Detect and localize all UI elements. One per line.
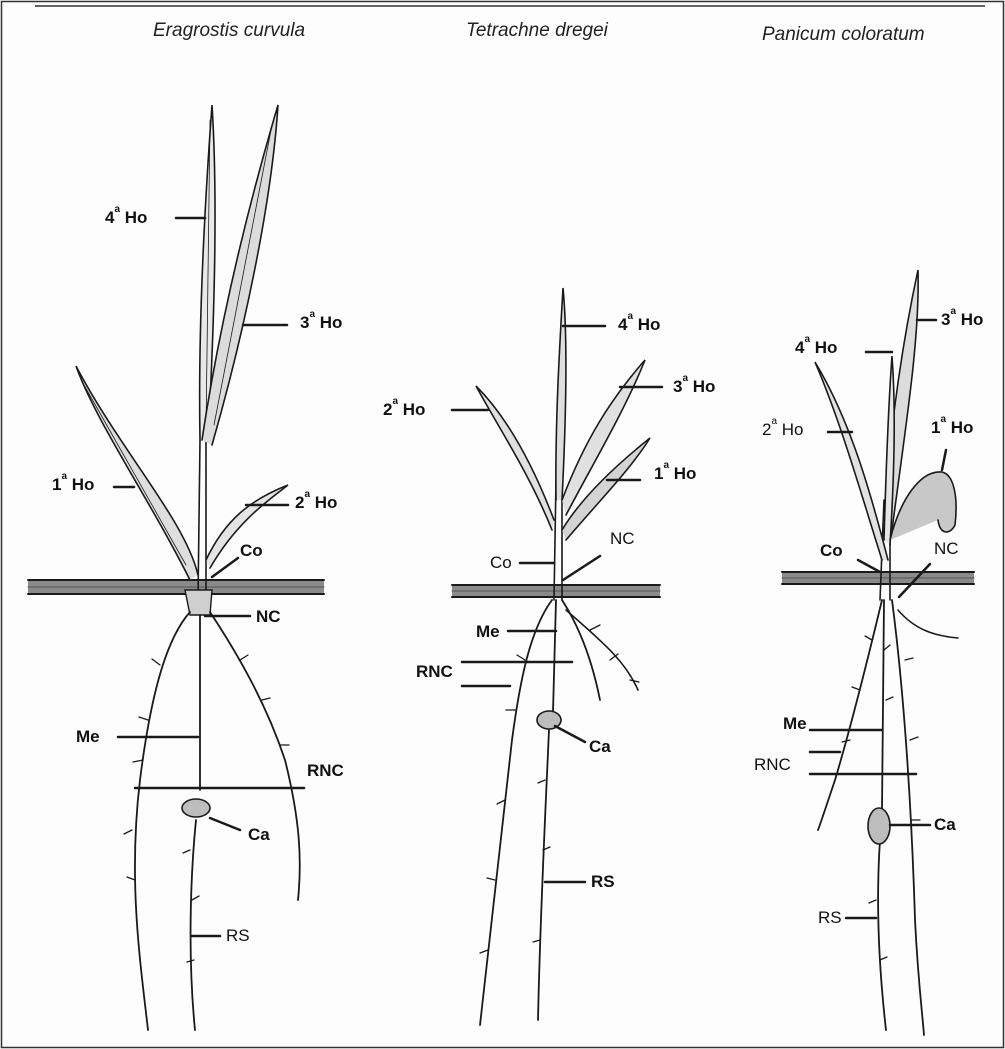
leaf-1-eragrostis: [76, 366, 198, 580]
label-rnc-panicum: RNC: [754, 756, 791, 773]
label-me-panicum: Me: [783, 715, 807, 732]
leaf-2-panicum: [815, 362, 888, 560]
label-3-ho-tetrachne: 3a Ho: [673, 378, 715, 395]
soil-line-2: [452, 585, 660, 597]
seminal-root-1: [191, 820, 196, 1030]
label-me-tetrachne: Me: [476, 623, 500, 640]
caryopsis-3: [868, 808, 890, 844]
species-title-middle: Tetrachne dregei: [466, 20, 608, 42]
label-ca-tetrachne: Ca: [589, 738, 611, 755]
species-title-left: Eragrostis curvula: [153, 20, 305, 42]
plant-eragrostis: [28, 105, 324, 1030]
label-2-ho-eragrostis: 2a Ho: [295, 494, 337, 511]
caryopsis-1: [182, 799, 210, 817]
label-co-tetrachne: Co: [490, 554, 512, 571]
label-3-ho-eragrostis: 3a Ho: [300, 314, 342, 331]
stem-1: [198, 440, 206, 600]
label-4-ho-tetrachne: 4a Ho: [618, 316, 660, 333]
label-rnc-eragrostis: RNC: [307, 762, 344, 779]
species-title-right: Panicum coloratum: [762, 24, 925, 46]
label-2-ho-panicum: 2a Ho: [762, 421, 804, 438]
label-rs-tetrachne: RS: [591, 873, 615, 890]
label-1-ho-panicum: 1a Ho: [931, 419, 973, 436]
label-rs-eragrostis: RS: [226, 927, 250, 944]
label-nc-eragrostis: NC: [256, 608, 281, 625]
label-3-ho-panicum: 3a Ho: [941, 311, 983, 328]
label-4-ho-eragrostis: 4a Ho: [105, 209, 147, 226]
label-ca-panicum: Ca: [934, 816, 956, 833]
plant-tetrachne: [452, 288, 662, 1025]
label-co-eragrostis: Co: [240, 542, 263, 559]
root-left-2: [480, 600, 552, 1025]
label-2-ho-tetrachne: 2a Ho: [383, 401, 425, 418]
label-4-ho-panicum: 4a Ho: [795, 339, 837, 356]
label-1-ho-tetrachne: 1a Ho: [654, 465, 696, 482]
label-nc-tetrachne: NC: [610, 530, 635, 547]
soil-line-1: [28, 580, 324, 594]
root-left-1: [135, 612, 190, 1030]
label-rs-panicum: RS: [818, 909, 842, 926]
plant-panicum: [782, 270, 974, 1035]
root-right-1: [210, 612, 300, 900]
label-ca-eragrostis: Ca: [248, 826, 270, 843]
label-nc-panicum: NC: [934, 540, 959, 557]
soil-line-3: [782, 572, 974, 584]
leaf-2-tetrachne: [476, 386, 554, 530]
label-1-ho-eragrostis: 1a Ho: [52, 476, 94, 493]
label-rnc-tetrachne: RNC: [416, 663, 453, 680]
leaf-1-panicum: [890, 472, 956, 540]
leaf-4-tetrachne: [556, 288, 566, 500]
label-me-eragrostis: Me: [76, 728, 100, 745]
label-co-panicum: Co: [820, 542, 843, 559]
